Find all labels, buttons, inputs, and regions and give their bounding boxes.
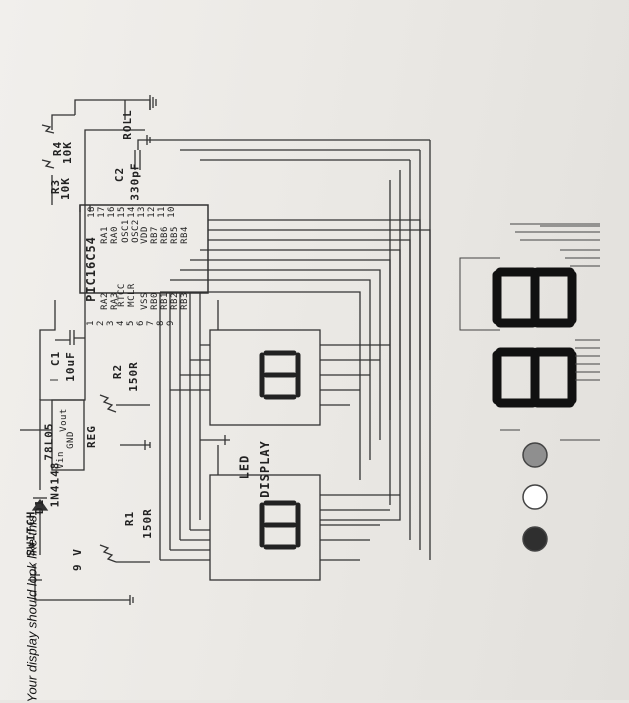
pin-right-18: RA1 [99, 226, 110, 244]
dot-grey [522, 442, 548, 468]
pin-right-11: RB5 [169, 226, 180, 244]
led-display-2-box [209, 474, 321, 581]
label-battery: 9 V [70, 548, 84, 571]
label-c2: C2 [113, 166, 127, 183]
label-r3-val: 10K [58, 177, 72, 200]
pin-left-6: RB0 [149, 292, 160, 310]
pin-right-10: RB4 [179, 226, 190, 244]
pin-left-7: RB1 [159, 292, 170, 310]
pin-left-5: VSS [139, 292, 150, 310]
pin-right-13: RB7 [149, 226, 160, 244]
regulator-box [51, 399, 85, 471]
pin-num-2: 2 [95, 320, 106, 326]
pin-num-15: 15 [116, 206, 127, 218]
label-led: LED [237, 454, 252, 480]
led-display-1-box [209, 329, 321, 426]
pin-num-7: 7 [145, 320, 156, 326]
label-r2-val: 150R [126, 361, 140, 392]
illustration-wires [459, 223, 600, 441]
label-reg-vout: Vout [58, 408, 69, 432]
label-chip: PIC16C54 [83, 236, 98, 302]
pin-num-18: 18 [86, 206, 97, 218]
schematic-digit-1 [259, 350, 301, 400]
pin-num-16: 16 [106, 206, 117, 218]
label-reg-name: REG [84, 425, 98, 448]
pin-num-8: 8 [155, 320, 166, 326]
pin-left-1: RA2 [99, 292, 110, 310]
pin-num-5: 5 [125, 320, 136, 326]
c2-capacitor [134, 150, 141, 170]
r2-resistor [99, 394, 117, 413]
c1-capacitor [55, 330, 85, 345]
label-display: DISPLAY [257, 440, 272, 498]
pin-left-8: RB2 [169, 292, 180, 310]
r4-resistor [41, 124, 55, 134]
battery-symbol [28, 565, 42, 585]
dot-white [522, 484, 548, 510]
pin-right-14: VDD [139, 226, 150, 244]
pin-right-12: RB6 [159, 226, 170, 244]
pin-left-3: RTCC [116, 283, 127, 307]
pin-num-10: 10 [166, 206, 177, 218]
pin-left-9: RB3 [179, 292, 190, 310]
pin-num-9: 9 [165, 320, 176, 326]
schematic-digit-2 [259, 500, 301, 550]
label-roll: ROLL [120, 109, 134, 140]
label-r2: R2 [111, 363, 125, 380]
pin-num-6: 6 [135, 320, 146, 326]
pin-num-13: 13 [136, 206, 147, 218]
power-rail [39, 129, 145, 490]
pin-num-11: 11 [156, 206, 167, 218]
label-r4-val: 10K [60, 141, 74, 164]
pic-chip [79, 204, 209, 294]
caption: Your display should look like this. [24, 511, 40, 703]
pin-num-17: 17 [96, 206, 107, 218]
label-reg-vin: Vin [55, 451, 66, 469]
pin-num-1: 1 [85, 320, 96, 326]
pin-num-3: 3 [105, 320, 116, 326]
pin-num-4: 4 [115, 320, 126, 326]
label-c1: C1 [49, 350, 63, 367]
pin-left-4: MCLR [126, 283, 137, 307]
label-r1: R1 [123, 510, 137, 527]
label-reg-gnd: GND [65, 431, 76, 449]
pin-right-17: RA0 [109, 226, 120, 244]
dot-black [522, 526, 548, 552]
label-c1-val: 10uF [63, 351, 77, 382]
r3-resistor [41, 159, 55, 169]
label-reg-part: 78L05 [42, 422, 56, 461]
pin-num-12: 12 [146, 206, 157, 218]
r1-resistor [99, 544, 117, 563]
pin-num-14: 14 [126, 206, 137, 218]
illustration-digits [492, 267, 577, 408]
label-r1-val: 150R [140, 508, 154, 539]
pin-right-16: OSC1 [120, 219, 131, 243]
label-c2-val: 330pF [128, 162, 142, 201]
